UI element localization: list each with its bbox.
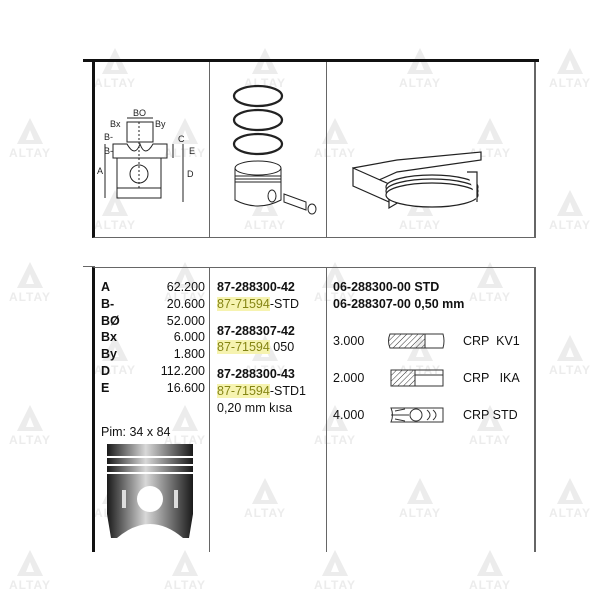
ring-sets-cell: 06-288300-00 STD 06-288307-00 0,50 mm 3.… (326, 268, 532, 552)
altay-logo-icon (17, 118, 43, 144)
altay-logo-icon (17, 262, 43, 288)
piston-kit-illustration (232, 84, 317, 215)
piston-dimension-cell: BO Bx By B- B- C E A D (95, 62, 209, 237)
piston-photo (105, 444, 195, 538)
part-numbers-cell: 87-288300-42 87-71594-STD 87-288307-42 8… (209, 268, 327, 552)
altay-logo-icon (17, 550, 43, 576)
piston-kit-cell (209, 62, 327, 237)
svg-text:B-: B- (104, 132, 113, 142)
piston-dimension-diagram: BO Bx By B- B- C E A D (97, 108, 195, 202)
oil-control-ring-icon (390, 407, 444, 423)
altay-watermark: ALTAY (0, 262, 60, 304)
svg-text:D: D (187, 169, 194, 179)
altay-watermark: ALTAY (540, 335, 600, 377)
ring-row: 3.000 CRP KV1 (333, 331, 529, 351)
altay-logo-icon (477, 550, 503, 576)
part-number: 87-288307-42 (217, 323, 295, 338)
altay-logo-icon (557, 190, 583, 216)
altay-watermark: ALTAY (0, 405, 60, 447)
part-number-list: 87-288300-42 87-71594-STD 87-288307-42 8… (217, 279, 306, 417)
ring-box-cell (326, 62, 532, 237)
svg-text:Bx: Bx (110, 119, 121, 129)
svg-text:E: E (189, 146, 195, 156)
svg-text:BO: BO (133, 108, 146, 118)
altay-logo-icon (17, 405, 43, 431)
svg-text:By: By (155, 119, 166, 129)
altay-watermark: ALTAY (460, 550, 520, 592)
altay-watermark: ALTAY (540, 478, 600, 520)
pin-size: Pim: 34 x 84 (101, 425, 171, 439)
part-number: 87-288300-43 (217, 367, 295, 382)
reference-number: 87-71594-STD1 (217, 383, 306, 398)
svg-text:C: C (178, 134, 185, 144)
altay-logo-icon (322, 550, 348, 576)
svg-text:A: A (97, 166, 103, 176)
reference-number: 87-71594 050 (217, 340, 295, 355)
altay-logo-icon (557, 48, 583, 74)
ring-set-codes: 06-288300-00 STD 06-288307-00 0,50 mm (333, 280, 465, 311)
altay-watermark: ALTAY (0, 118, 60, 160)
ring-row: 4.000 CRP STD (333, 405, 529, 425)
dimension-row: B-20.600 (101, 296, 205, 311)
part-note: 0,20 mm kısa (217, 400, 293, 415)
altay-logo-icon (172, 550, 198, 576)
compression-ring-keystone-icon (388, 333, 445, 349)
compression-ring-taper-icon (390, 369, 444, 387)
ring-box-illustration (352, 151, 482, 210)
altay-logo-icon (557, 478, 583, 504)
reference-number: 87-71594-STD (217, 296, 299, 311)
altay-watermark: ALTAY (540, 190, 600, 232)
part-number: 87-288300-42 (217, 280, 295, 294)
altay-watermark: ALTAY (155, 550, 215, 592)
altay-logo-icon (557, 335, 583, 361)
altay-watermark: ALTAY (0, 550, 60, 592)
illustration-panel: BO Bx By B- B- C E A D (83, 59, 539, 238)
svg-text:B-: B- (104, 146, 113, 156)
altay-watermark: ALTAY (305, 550, 365, 592)
altay-watermark: ALTAY (540, 48, 600, 90)
ring-row: 2.000 CRP IKA (333, 368, 529, 388)
